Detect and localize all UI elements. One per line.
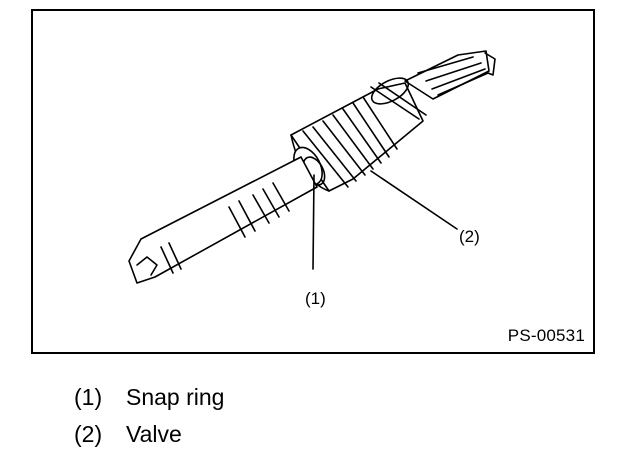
legend-label: Snap ring <box>126 384 225 410</box>
legend-number: (1) <box>74 384 103 410</box>
legend-item: (1) Snap ring <box>74 384 224 421</box>
valve-shaft-illustration <box>128 50 496 284</box>
leader-line-2 <box>370 170 458 230</box>
callout-1: (1) <box>305 289 326 308</box>
legend-label: Valve <box>126 421 182 447</box>
figure-code: PS-00531 <box>507 326 585 345</box>
legend-number: (2) <box>74 421 103 447</box>
leader-line-1 <box>312 174 315 270</box>
pinion-gear <box>404 50 496 100</box>
callout-2: (2) <box>459 227 480 246</box>
valve-body <box>290 77 427 192</box>
legend-item: (2) Valve <box>74 421 224 458</box>
input-shaft <box>128 156 318 284</box>
figure-frame: (1) (2) PS-00531 <box>31 9 595 354</box>
legend: (1) Snap ring (2) Valve <box>74 384 224 458</box>
